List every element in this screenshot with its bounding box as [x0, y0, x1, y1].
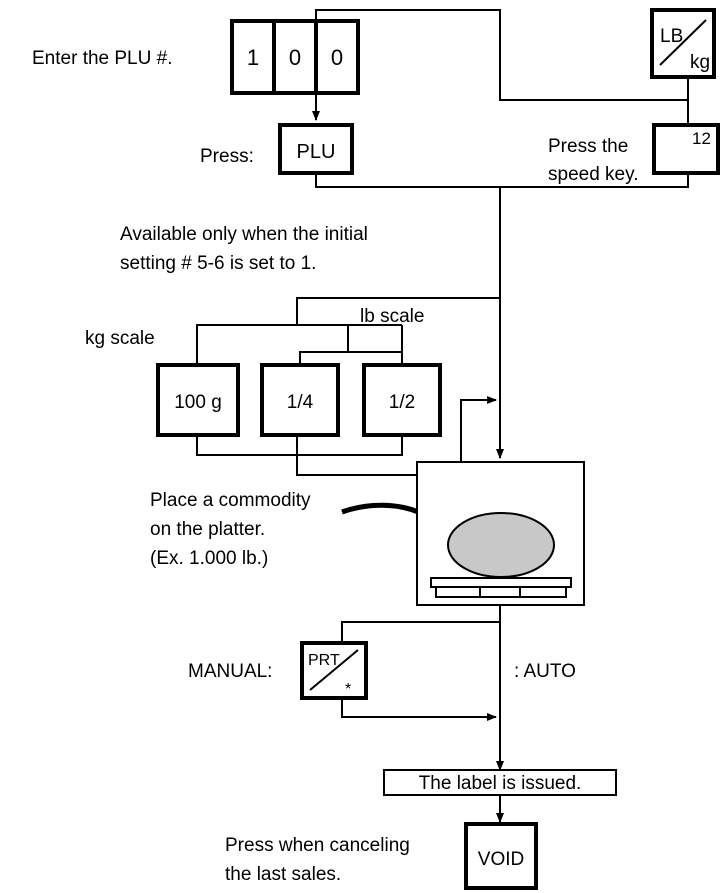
unit-key-quarter[interactable]: 1/4 — [262, 365, 338, 435]
speed-key-label: 12 — [692, 129, 711, 148]
void-key-label: VOID — [478, 849, 524, 870]
press-speed-label-1: Press the — [548, 136, 628, 157]
label-issued-text: The label is issued. — [419, 773, 582, 794]
place-commodity-2: on the platter. — [150, 519, 265, 540]
unit-key-100g[interactable]: 100 g — [158, 365, 238, 435]
kg-scale-label: kg scale — [85, 328, 155, 349]
speed-key-12[interactable]: 12 — [654, 125, 718, 173]
unit-key-half[interactable]: 1/2 — [364, 365, 440, 435]
prt-key-bottom-label: * — [345, 681, 351, 698]
unit-key-half-label: 1/2 — [389, 392, 415, 413]
digit-key-0-label: 0 — [289, 45, 301, 70]
unit-key-quarter-label: 1/4 — [287, 392, 314, 413]
digit-key-1-label: 1 — [247, 45, 259, 70]
commodity-icon — [448, 513, 554, 577]
platter-top-icon — [431, 578, 571, 587]
digit-key-0-second-label: 0 — [331, 45, 343, 70]
press-speed-label-2: speed key. — [548, 164, 638, 185]
auto-label: : AUTO — [514, 661, 576, 682]
lb-kg-key-bottom-label: kg — [690, 52, 710, 73]
manual-label: MANUAL: — [188, 661, 272, 682]
plu-key-label: PLU — [297, 141, 336, 163]
lb-scale-label: lb scale — [360, 306, 424, 327]
prt-key[interactable]: PRT * — [302, 643, 366, 698]
place-commodity-1: Place a commodity — [150, 490, 311, 511]
plu-key[interactable]: PLU — [280, 125, 352, 173]
place-commodity-3: (Ex. 1.000 lb.) — [150, 548, 268, 569]
label-issued-box: The label is issued. — [384, 770, 616, 795]
lb-kg-key-top-label: LB — [660, 26, 683, 47]
lb-kg-key[interactable]: LB kg — [652, 10, 714, 77]
cancel-note-1: Press when canceling — [225, 835, 410, 856]
available-note-1: Available only when the initial — [120, 224, 368, 245]
cancel-note-2: the last sales. — [225, 864, 341, 885]
prt-key-top-label: PRT — [308, 652, 340, 669]
unit-key-100g-label: 100 g — [174, 392, 222, 413]
scale-illustration — [417, 462, 584, 605]
enter-plu-label: Enter the PLU #. — [32, 48, 172, 69]
press-label: Press: — [200, 146, 254, 167]
platter-base-icon — [436, 587, 566, 597]
available-note-2: setting # 5-6 is set to 1. — [120, 253, 316, 274]
void-key[interactable]: VOID — [466, 824, 536, 888]
